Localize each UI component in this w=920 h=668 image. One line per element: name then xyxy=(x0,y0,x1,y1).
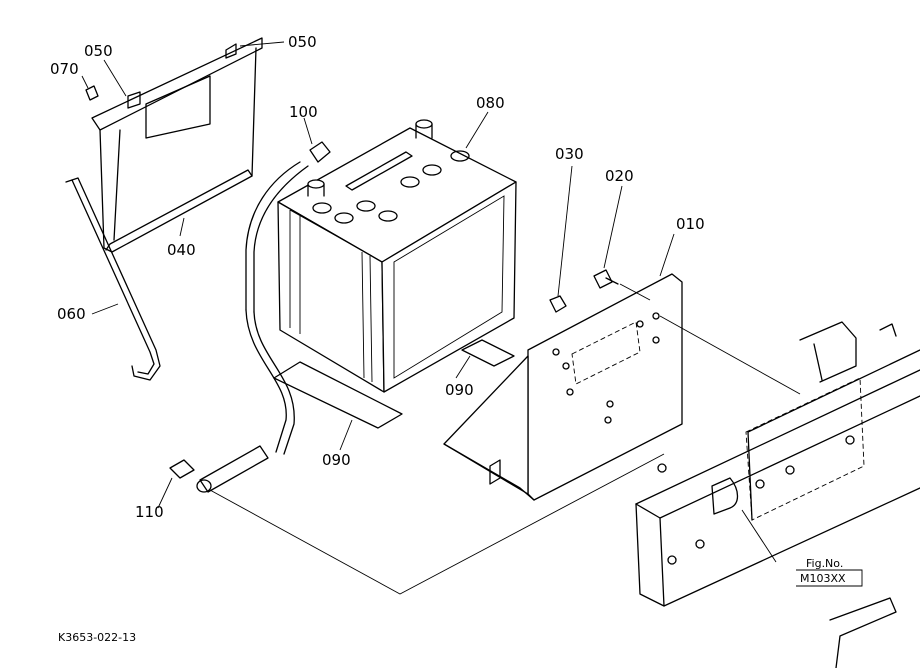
battery-pads-drawing xyxy=(273,339,515,429)
part-label-020: 020 xyxy=(605,167,634,185)
part-label-080: 080 xyxy=(476,94,505,112)
figure-ref-line2: M103XX xyxy=(800,572,846,585)
battery-cover-drawing xyxy=(85,37,263,253)
fasteners-drawing xyxy=(549,269,619,313)
tractor-frame-drawing xyxy=(635,321,920,668)
part-label-040: 040 xyxy=(167,241,196,259)
part-label-030: 030 xyxy=(555,145,584,163)
figure-ref-line1: Fig.No. xyxy=(806,557,843,570)
holder-rod-drawing xyxy=(65,177,161,381)
battery-bracket-drawing xyxy=(443,273,683,501)
part-label-070: 070 xyxy=(50,60,79,78)
figure-reference: Fig.No. M103XX xyxy=(796,557,863,587)
battery-cable-drawing xyxy=(169,141,331,493)
part-label-090-right: 090 xyxy=(445,381,474,399)
part-label-050-left: 050 xyxy=(84,42,113,60)
drawing-code: K3653-022-13 xyxy=(58,631,136,644)
leader-lines xyxy=(81,41,777,563)
part-label-090-left: 090 xyxy=(322,451,351,469)
part-label-110: 110 xyxy=(135,503,164,521)
part-label-060: 060 xyxy=(57,305,86,323)
part-label-050-right: 050 xyxy=(288,33,317,51)
part-label-010: 010 xyxy=(676,215,705,233)
battery-drawing xyxy=(277,119,517,393)
part-label-100: 100 xyxy=(289,103,318,121)
part-labels: 010 020 030 040 050 050 060 070 080 090 … xyxy=(50,33,705,521)
reference-lines xyxy=(209,283,801,595)
